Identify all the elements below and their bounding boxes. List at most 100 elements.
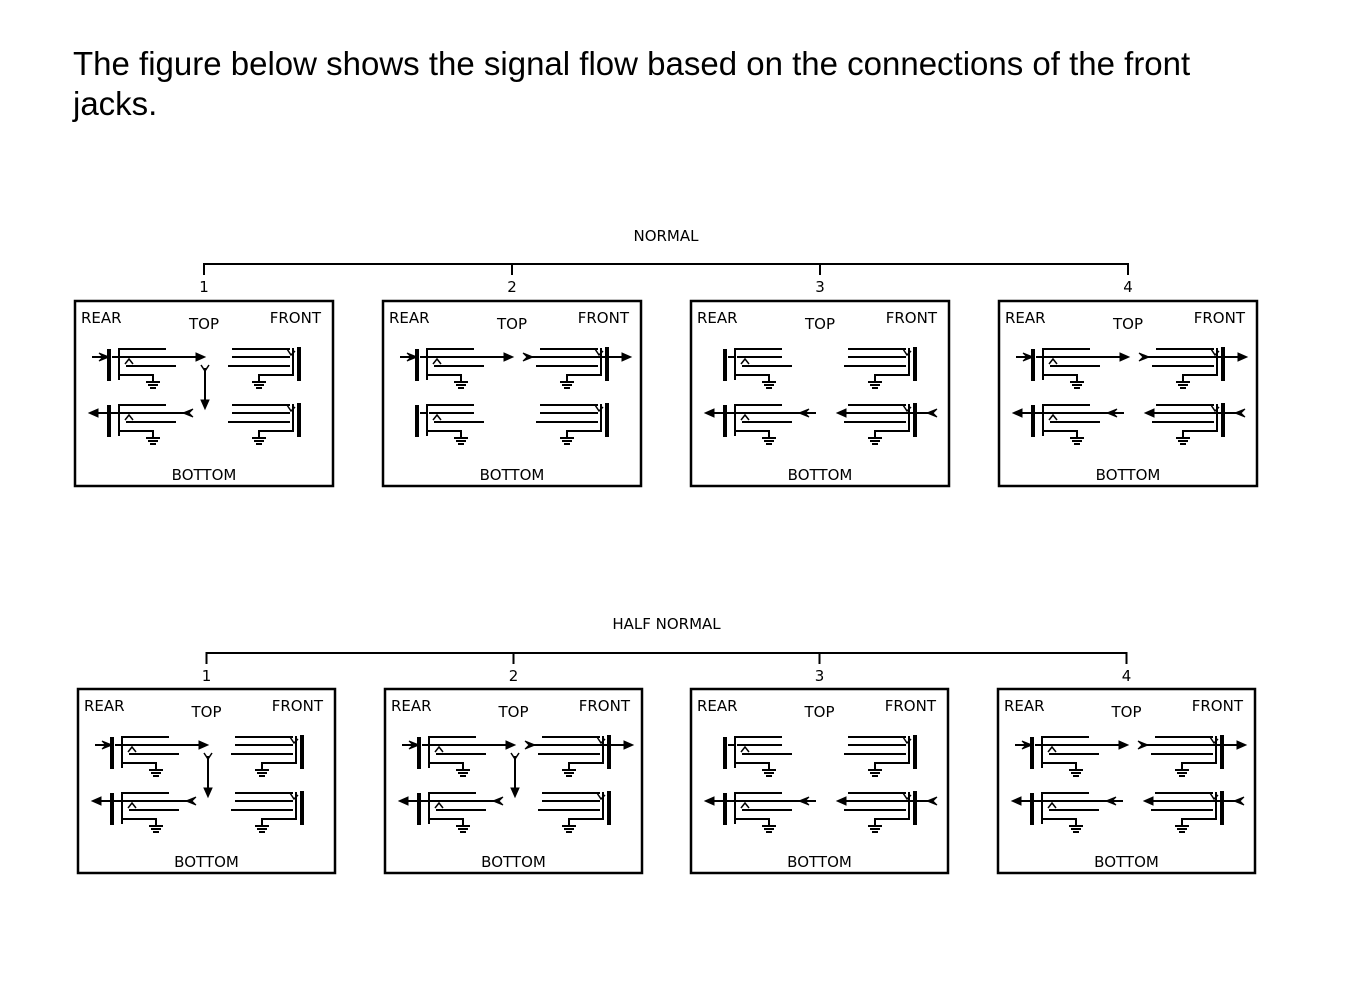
front-label: FRONT — [270, 309, 322, 327]
normal-link-tail — [203, 752, 213, 761]
panel-number: 4 — [1123, 278, 1133, 296]
arrow-left-icon — [90, 796, 102, 806]
panel-number: 2 — [507, 278, 517, 296]
rear-jack-contact — [740, 357, 750, 365]
panel-frame — [76, 687, 337, 875]
arrow-left-icon — [703, 796, 715, 806]
arrow-left-icon — [87, 408, 99, 418]
front-jack-contact — [594, 348, 604, 357]
rear-jack-contact — [124, 413, 134, 421]
plug-in-icon — [1137, 740, 1150, 750]
arrow-right-icon — [621, 352, 633, 362]
rear-jack-contact — [127, 801, 137, 809]
arrow-right-icon — [195, 352, 207, 362]
bottom-label: BOTTOM — [1096, 466, 1161, 484]
arrow-right-icon — [623, 740, 635, 750]
front-jack-contact — [1210, 348, 1220, 357]
panel-frame — [689, 299, 951, 488]
rear-jack-contact — [432, 357, 442, 365]
plug-in-icon — [524, 740, 537, 750]
panel-frame — [996, 687, 1257, 875]
rear-jack-contact — [1048, 357, 1058, 365]
rear-jack-contact — [127, 745, 137, 753]
panel-number: 3 — [815, 278, 825, 296]
front-label: FRONT — [886, 309, 938, 327]
top-label: TOP — [190, 703, 221, 721]
panel-number: 1 — [202, 667, 212, 685]
panel-number: 2 — [509, 667, 519, 685]
front-jack-contact — [1210, 404, 1220, 413]
arrow-right-icon — [505, 740, 517, 750]
rear-label: REAR — [84, 697, 125, 715]
arrow-right-icon — [1118, 740, 1130, 750]
top-label: TOP — [188, 315, 219, 333]
arrow-right-icon — [1237, 352, 1249, 362]
front-jack-contact — [1209, 792, 1219, 801]
arrow-right-icon — [1119, 352, 1131, 362]
arrow-down-icon — [200, 399, 210, 411]
panel-frame — [997, 299, 1259, 488]
panel-frame — [383, 687, 644, 875]
arrow-left-icon — [397, 796, 409, 806]
rear-jack-contact — [432, 413, 442, 421]
plug-in-icon — [181, 408, 194, 418]
panel-number: 4 — [1122, 667, 1132, 685]
front-jack-contact — [286, 404, 296, 413]
panel-number: 1 — [199, 278, 209, 296]
front-jack-contact — [902, 404, 912, 413]
front-jack-contact — [289, 736, 299, 745]
arrow-right-icon — [1236, 740, 1248, 750]
top-label: TOP — [1112, 315, 1143, 333]
front-jack-contact — [596, 792, 606, 801]
bottom-label: BOTTOM — [481, 853, 546, 871]
plug-in-icon — [491, 796, 504, 806]
front-jack-contact — [902, 736, 912, 745]
rear-jack-contact — [740, 801, 750, 809]
top-label: TOP — [497, 703, 528, 721]
arrow-right-icon — [198, 740, 210, 750]
rear-label: REAR — [697, 697, 738, 715]
bottom-label: BOTTOM — [172, 466, 237, 484]
front-label: FRONT — [578, 309, 630, 327]
front-jack-contact — [289, 792, 299, 801]
front-label: FRONT — [579, 697, 631, 715]
arrow-left-icon — [1010, 796, 1022, 806]
arrow-down-icon — [510, 787, 520, 799]
bottom-label: BOTTOM — [787, 853, 852, 871]
rear-label: REAR — [1004, 697, 1045, 715]
bottom-label: BOTTOM — [788, 466, 853, 484]
top-label: TOP — [803, 703, 834, 721]
normal-link-tail — [510, 752, 520, 761]
rear-jack-contact — [1047, 745, 1057, 753]
bottom-label: BOTTOM — [174, 853, 239, 871]
section-title: HALF NORMAL — [612, 615, 721, 633]
section-title: NORMAL — [633, 227, 699, 245]
rear-jack-contact — [434, 801, 444, 809]
bottom-label: BOTTOM — [480, 466, 545, 484]
panel-frame — [381, 299, 643, 488]
rear-jack-contact — [1048, 413, 1058, 421]
front-jack-contact — [902, 348, 912, 357]
plug-in-icon — [925, 408, 938, 418]
top-label: TOP — [804, 315, 835, 333]
front-label: FRONT — [885, 697, 937, 715]
rear-jack-contact — [1047, 801, 1057, 809]
plug-in-icon — [184, 796, 197, 806]
front-jack-contact — [596, 736, 606, 745]
front-jack-contact — [286, 348, 296, 357]
panel-frame — [73, 299, 335, 488]
plug-in-icon — [522, 352, 535, 362]
arrow-left-icon — [835, 408, 847, 418]
plug-in-icon — [925, 796, 938, 806]
panel-number: 3 — [815, 667, 825, 685]
front-jack-contact — [594, 404, 604, 413]
arrow-left-icon — [1011, 408, 1023, 418]
plug-in-icon — [1232, 796, 1245, 806]
rear-jack-contact — [124, 357, 134, 365]
